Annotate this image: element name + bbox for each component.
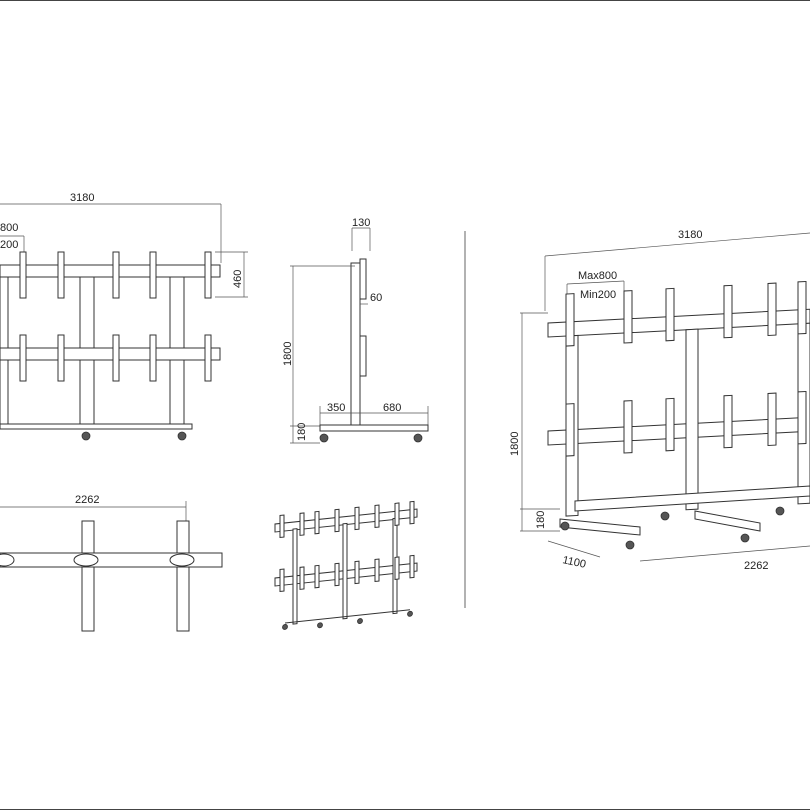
top-width-label: 2262 — [75, 494, 99, 506]
side-offset-label: 60 — [370, 292, 382, 304]
mount-bracket — [279, 514, 285, 539]
mount-bracket — [334, 562, 340, 587]
mount-bracket — [112, 251, 120, 299]
mount-bracket — [19, 334, 27, 382]
side-front-base-label: 350 — [327, 402, 345, 414]
mount-bracket — [565, 403, 575, 457]
mount-bracket — [665, 397, 675, 452]
side-rear-base-label: 680 — [383, 402, 401, 414]
mount-bracket — [334, 508, 340, 533]
mount-bracket — [767, 392, 777, 446]
mount-bracket — [723, 394, 733, 449]
iso-depth-label: 1100 — [561, 554, 587, 571]
top-view: 2262 — [0, 494, 223, 632]
mount-bracket — [767, 282, 777, 336]
front-bracket-height-label: 460 — [232, 270, 244, 288]
side-depth-label: 130 — [352, 217, 370, 229]
mount-bracket — [19, 251, 27, 299]
mount-bracket — [623, 290, 633, 344]
mount-bracket — [374, 504, 380, 529]
mount-bracket — [204, 251, 212, 299]
mount-bracket — [394, 502, 400, 526]
mount-bracket — [394, 556, 400, 580]
mount-bracket — [354, 506, 360, 531]
mount-bracket — [409, 500, 415, 525]
mount-bracket — [665, 287, 675, 342]
mount-bracket — [565, 293, 575, 347]
side-base-height-label: 180 — [296, 423, 308, 441]
mount-bracket — [112, 334, 120, 382]
iso-min-label: Min200 — [580, 289, 616, 301]
mount-bracket — [374, 558, 380, 583]
mount-bracket — [723, 284, 733, 339]
iso-view: 3180 Max800 Min200 1800 180 1100 2262 — [509, 229, 810, 572]
iso-base-height-label: 180 — [535, 511, 547, 529]
side-height-label: 1800 — [282, 342, 294, 366]
front-max-label: 800 — [0, 222, 18, 234]
mount-bracket — [314, 510, 320, 535]
mount-bracket — [279, 568, 285, 593]
small-iso-view — [274, 500, 418, 630]
iso-max-label: Max800 — [578, 270, 617, 282]
front-width-label: 3180 — [70, 192, 94, 204]
front-min-label: 200 — [0, 239, 18, 251]
mount-bracket — [57, 334, 65, 382]
mount-bracket — [57, 251, 65, 299]
mount-bracket — [623, 400, 633, 454]
mount-bracket — [204, 334, 212, 382]
mount-bracket — [149, 334, 157, 382]
side-view: 130 60 1800 180 350 680 — [282, 217, 429, 444]
mount-bracket — [299, 566, 305, 590]
mount-bracket — [797, 280, 807, 335]
iso-base-width-label: 2262 — [744, 560, 768, 572]
mount-bracket — [797, 390, 807, 445]
mount-bracket — [314, 564, 320, 589]
iso-width-label: 3180 — [678, 229, 702, 241]
mount-bracket — [299, 512, 305, 536]
mount-bracket — [354, 560, 360, 585]
front-view: 3180 800 200 460 — [0, 192, 248, 441]
mount-bracket — [409, 554, 415, 579]
mount-bracket — [149, 251, 157, 299]
iso-height-label: 1800 — [509, 432, 521, 456]
